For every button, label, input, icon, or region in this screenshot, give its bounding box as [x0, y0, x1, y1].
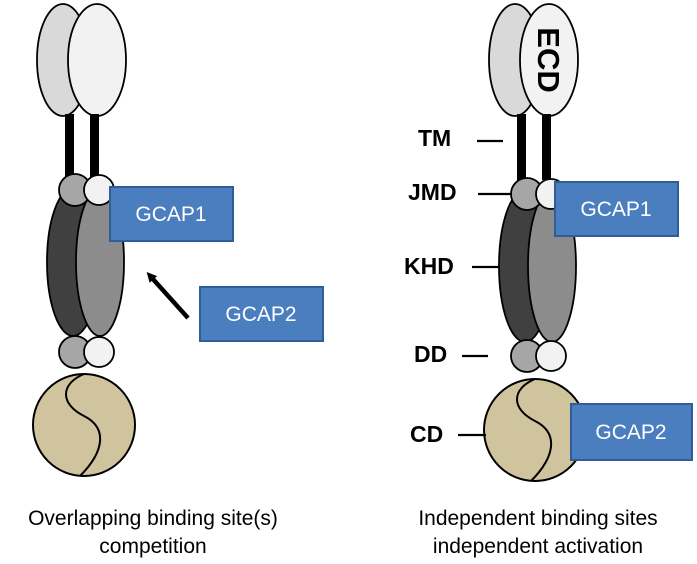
- region-label-cd: CD: [410, 421, 443, 447]
- left-tm-bar-1: [65, 114, 74, 180]
- left-ecd-front: [67, 3, 127, 117]
- left-gcap2-box: [199, 286, 324, 342]
- region-label-jmd: JMD: [408, 179, 457, 205]
- right-ecd-label: ECD: [531, 27, 566, 92]
- right-caption-line2: independent activation: [433, 535, 643, 558]
- right-tm-bar-2: [542, 114, 551, 180]
- region-label-khd: KHD: [404, 253, 454, 279]
- left-gcap1-box: [109, 186, 234, 242]
- left-catalytic-domain: [32, 373, 136, 477]
- left-caption-line2: competition: [99, 535, 206, 558]
- left-caption-line1: Overlapping binding site(s): [28, 507, 278, 530]
- left-panel: GCAP1 GCAP2 Overlapping binding site(s) …: [28, 3, 324, 558]
- left-gcap2-label: GCAP2: [225, 303, 296, 326]
- right-panel: ECD TM JMD KHD DD CD GCAP1 GCAP2: [404, 3, 693, 558]
- left-gcap1-label: GCAP1: [135, 203, 206, 226]
- region-label-tm: TM: [418, 125, 451, 151]
- left-arrow: [146, 272, 190, 320]
- right-gcap1-label: GCAP1: [580, 198, 651, 221]
- region-label-dd: DD: [414, 341, 447, 367]
- left-tm-bar-2: [90, 114, 99, 180]
- right-gcap2-box: [570, 403, 693, 461]
- right-tm-bar-1: [517, 114, 526, 180]
- left-dd-white: [83, 336, 115, 368]
- right-catalytic-divider: [516, 378, 552, 482]
- right-caption-line1: Independent binding sites: [418, 507, 657, 530]
- right-gcap2-label: GCAP2: [595, 421, 666, 444]
- right-gcap1-box: [554, 181, 679, 237]
- left-catalytic-divider: [65, 373, 101, 477]
- right-dd-white: [535, 340, 567, 372]
